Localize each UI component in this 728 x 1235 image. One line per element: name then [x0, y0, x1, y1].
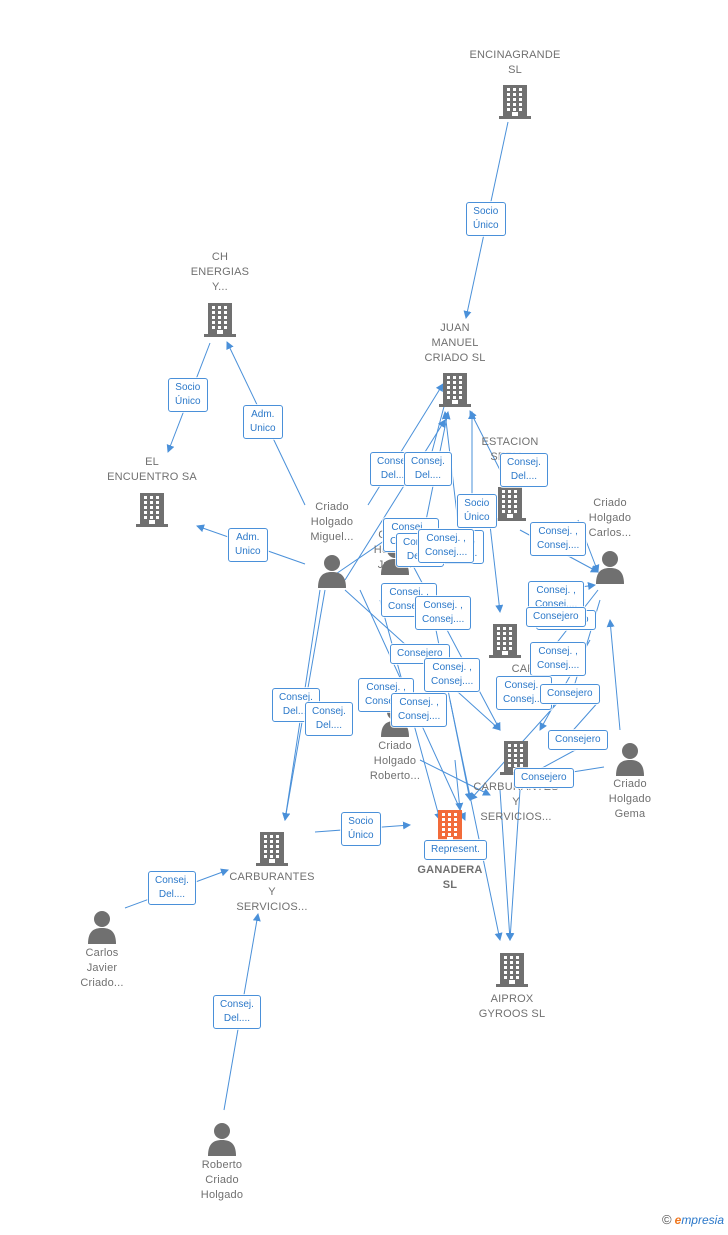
building-icon — [434, 808, 466, 844]
edge-label[interactable]: Represent. — [424, 840, 487, 860]
edge-line — [419, 759, 491, 796]
edge-line — [449, 699, 503, 941]
node-label: EL ENCUENTRO SA — [107, 456, 197, 483]
person-icon — [594, 549, 626, 585]
edge-label[interactable]: Consej. , Consej.... — [424, 658, 481, 692]
edge-label[interactable]: Consej. , Consej.... — [418, 529, 475, 563]
node-label: GANADERA SL — [417, 864, 483, 891]
edge-label[interactable]: Consejero — [526, 607, 586, 627]
edge-label[interactable]: Adm. Unico — [243, 405, 283, 439]
edge-line — [606, 619, 621, 731]
edge-label[interactable]: Consej. Del.... — [213, 995, 261, 1029]
person-icon — [614, 741, 646, 777]
building-icon — [204, 301, 236, 337]
brand-watermark: ©empresia — [662, 1212, 724, 1227]
edge-line — [367, 383, 444, 506]
brand-name: mpresia — [681, 1213, 724, 1227]
edge-label[interactable]: Consej. , Consej.... — [530, 642, 587, 676]
node-label: Criado Holgado Miguel... — [310, 501, 354, 543]
person-icon — [316, 553, 348, 589]
building-icon — [439, 371, 471, 407]
edge-label[interactable]: Adm. Unico — [228, 528, 268, 562]
building-icon — [496, 951, 528, 987]
building-icon — [499, 83, 531, 119]
edge-label[interactable]: Consejero — [548, 730, 608, 750]
node-label: ENCINAGRANDE SL — [469, 49, 561, 76]
edge-line — [506, 789, 521, 941]
edge-label[interactable]: Consej. , Consej.... — [415, 596, 472, 630]
edge-label[interactable]: Consej. Del.... — [148, 871, 196, 905]
node-label: AIPROX GYROOS SL — [478, 993, 546, 1020]
building-icon — [256, 830, 288, 866]
edge-label[interactable]: Socio Único — [457, 494, 497, 528]
edge-label[interactable]: Consej. Del.... — [404, 452, 452, 486]
edge-label[interactable]: Consej. , Consej.... — [530, 522, 587, 556]
building-icon — [489, 622, 521, 658]
edge-label[interactable]: Socio Único — [168, 378, 208, 412]
node-label: CH ENERGIAS Y... — [190, 251, 250, 293]
building-icon — [136, 491, 168, 527]
edge-label[interactable]: Consej. Del.... — [500, 453, 548, 487]
node-label: Criado Holgado Gema — [608, 778, 652, 820]
node-label: JUAN MANUEL CRIADO SL — [424, 322, 486, 364]
copyright-icon: © — [662, 1212, 672, 1227]
edge-label[interactable]: Consej. Del.... — [305, 702, 353, 736]
edge-line — [469, 410, 501, 471]
edge-line — [454, 759, 464, 811]
edge-line — [489, 524, 504, 613]
edge-label[interactable]: Socio Único — [466, 202, 506, 236]
brand-logo-e: e — [674, 1213, 682, 1227]
edge-label[interactable]: Consejero — [514, 768, 574, 788]
node-label: Criado Holgado Carlos... — [588, 497, 632, 539]
edge-label[interactable]: Socio Único — [341, 812, 381, 846]
edge-line — [344, 419, 446, 581]
person-icon — [86, 909, 118, 945]
node-label: Criado Holgado Roberto... — [369, 740, 421, 782]
edge-line — [499, 789, 514, 941]
edge-label[interactable]: Consejero — [540, 684, 600, 704]
person-icon — [206, 1121, 238, 1157]
node-label: CARBURANTES Y SERVICIOS... — [229, 871, 315, 913]
node-label: Carlos Javier Criado... — [80, 947, 124, 989]
node-label: Roberto Criado Holgado — [200, 1159, 244, 1201]
edge-label[interactable]: Consej. , Consej.... — [391, 693, 448, 727]
building-icon — [494, 485, 526, 521]
